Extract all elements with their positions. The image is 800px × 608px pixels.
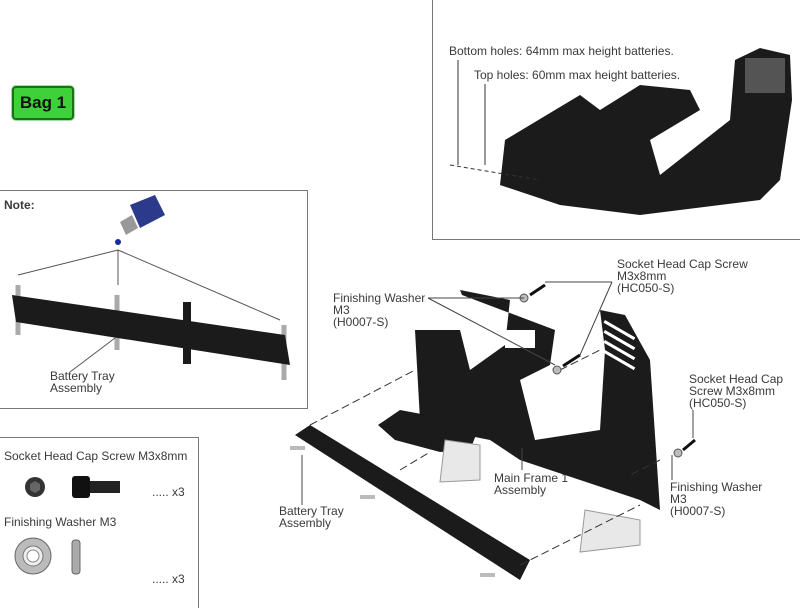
main-frame-illustration bbox=[378, 290, 660, 510]
callout-main-frame: Main Frame 1 Assembly bbox=[494, 471, 569, 497]
callout-washer-left: Finishing Washer M3 (H0007-S) bbox=[333, 291, 426, 329]
note-panel bbox=[0, 190, 308, 409]
battery-tray-illustration bbox=[290, 425, 530, 580]
top-holes-note: Top holes: 60mm max height batteries. bbox=[474, 68, 681, 82]
callout-leader-lines bbox=[301, 281, 694, 505]
washer-side-icon bbox=[71, 539, 81, 575]
assembly-guide-lines bbox=[309, 349, 661, 566]
note-title: Note: bbox=[4, 198, 35, 212]
callout-screw-right: Socket Head Cap Screw M3x8mm (HC050-S) bbox=[689, 372, 784, 410]
washer-front-icon bbox=[14, 537, 52, 575]
note-tray-leader bbox=[69, 337, 116, 373]
battery-height-panel bbox=[432, 0, 800, 240]
note-battery-tray-illustration bbox=[12, 285, 290, 380]
bag-1-badge: Bag 1 bbox=[12, 86, 74, 120]
bottom-holes-note: Bottom holes: 64mm max height batteries. bbox=[449, 44, 674, 58]
screw-head-icon bbox=[25, 477, 45, 497]
threadlocker-bottle-icon bbox=[115, 195, 165, 245]
part-qty-washer: ..... x3 bbox=[152, 572, 185, 586]
frame-mount-brackets bbox=[439, 439, 641, 553]
part-name-washer: Finishing Washer M3 bbox=[4, 515, 117, 529]
frame-vent-slots bbox=[505, 320, 636, 371]
battery-frame-illustration bbox=[500, 48, 792, 215]
callout-screw-top: Socket Head Cap Screw M3x8mm (HC050-S) bbox=[617, 257, 748, 295]
parts-list-panel bbox=[0, 437, 199, 608]
hole-leader-lines bbox=[449, 60, 541, 181]
note-tray-label: Battery Tray Assembly bbox=[50, 369, 115, 395]
part-name-screw: Socket Head Cap Screw M3x8mm bbox=[4, 449, 188, 463]
callout-washer-right: Finishing Washer M3 (H0007-S) bbox=[670, 480, 763, 518]
callout-battery-tray: Battery Tray Assembly bbox=[279, 504, 344, 530]
note-arrows bbox=[17, 249, 281, 321]
screw-side-icon bbox=[72, 476, 120, 498]
part-qty-screw: ..... x3 bbox=[152, 485, 185, 499]
